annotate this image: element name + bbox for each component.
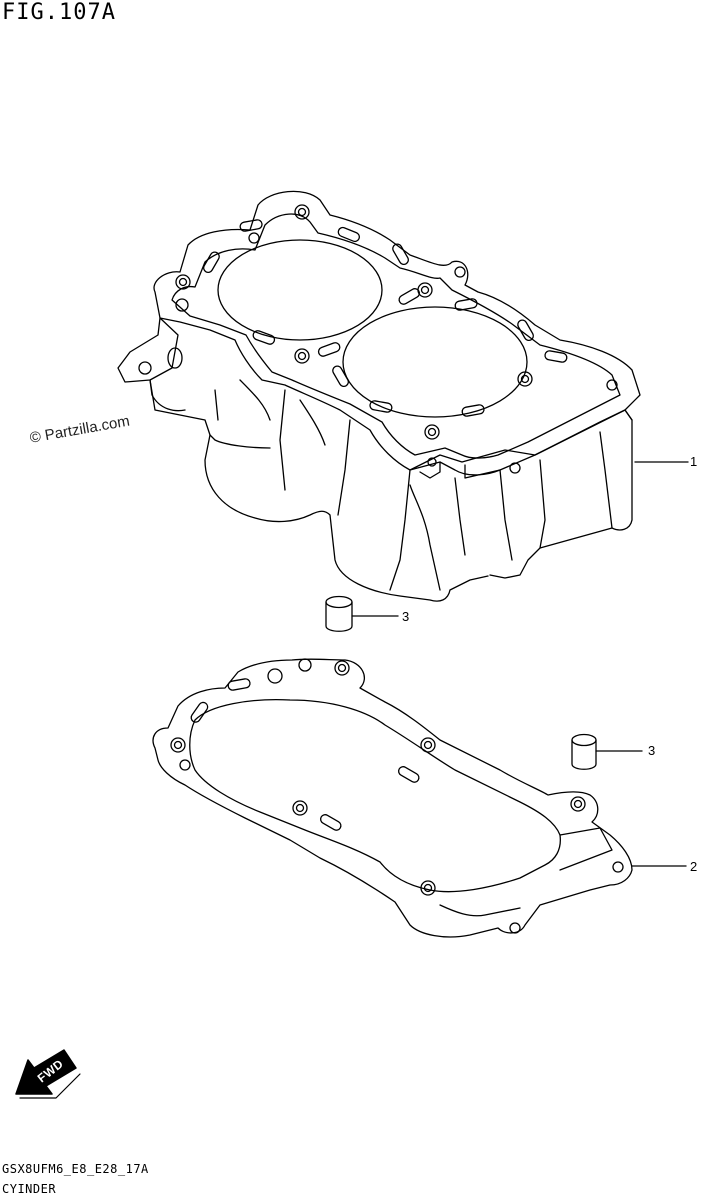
callout-number-1: 1 xyxy=(690,454,698,469)
section-name: CYINDER xyxy=(2,1182,57,1196)
callout-number-3-lower: 3 xyxy=(648,743,656,758)
model-code: GSX8UFM6_E8_E28_17A xyxy=(2,1162,149,1176)
cylinder-part xyxy=(117,190,641,602)
gasket-part xyxy=(152,658,633,938)
dowel-pin-upper xyxy=(325,595,353,632)
fwd-indicator: FWD xyxy=(14,1050,84,1102)
fwd-arrow-icon xyxy=(15,1049,81,1099)
callout-number-3-upper: 3 xyxy=(402,609,410,624)
fwd-label: FWD xyxy=(34,1056,67,1086)
figure-title: FIG.107A xyxy=(2,0,116,25)
dowel-pin-lower xyxy=(571,733,597,770)
callout-number-2: 2 xyxy=(690,859,698,874)
